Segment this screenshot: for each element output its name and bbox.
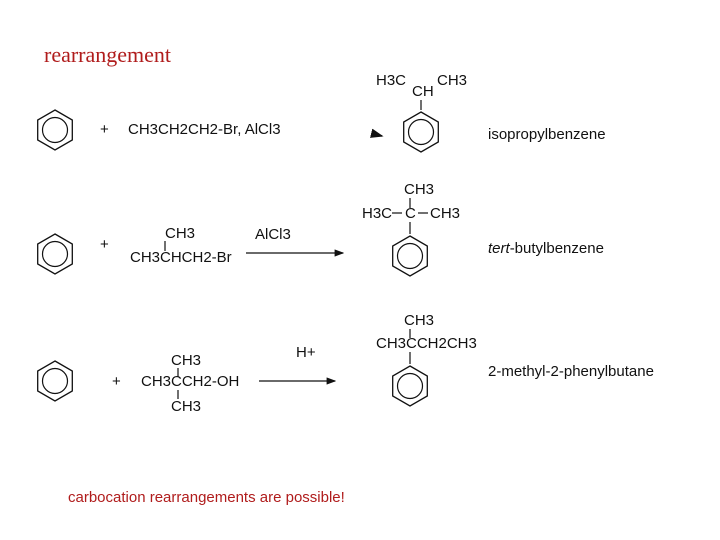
benzene-ring-reactant-2 xyxy=(37,233,73,275)
plus-sign: + xyxy=(112,373,121,390)
product-3-label: CH3CCH2CH3 xyxy=(376,335,477,352)
footer-note: carbocation rearrangements are possible! xyxy=(68,489,345,506)
product-3-top-methyl: CH3 xyxy=(404,312,434,329)
reagent-2-label: CH3CHCH2-Br xyxy=(130,249,232,266)
catalyst-2-label: AlCl3 xyxy=(255,226,291,243)
slide-title: rearrangement xyxy=(44,42,172,67)
plus-sign: + xyxy=(100,121,109,138)
reagent-3-bottom-methyl: CH3 xyxy=(171,398,201,415)
product-2-right-methyl: CH3 xyxy=(430,205,460,222)
product-1-methyl-right: CH3 xyxy=(437,72,467,89)
benzene-ring-reactant-1 xyxy=(37,109,73,151)
benzene-ring-product-2 xyxy=(392,235,428,277)
product-2-top-methyl: CH3 xyxy=(404,181,434,198)
reagent-2-top-methyl: CH3 xyxy=(165,225,195,242)
benzene-ring-product-3 xyxy=(392,365,428,407)
reagent-1-label: CH3CH2CH2-Br, AlCl3 xyxy=(128,121,281,138)
product-2-left-methyl: H3C xyxy=(362,205,392,222)
reaction-arrow-1 xyxy=(369,128,384,138)
catalyst-3-label: H+ xyxy=(296,344,316,361)
product-2-center-carbon: C xyxy=(405,205,416,222)
product-3-name: 2-methyl-2-phenylbutane xyxy=(488,363,654,380)
benzene-ring-reactant-3 xyxy=(37,360,73,402)
product-1-ch: CH xyxy=(412,83,434,100)
product-1-name: isopropylbenzene xyxy=(488,126,606,143)
product-1-methyl-left: H3C xyxy=(376,72,406,89)
benzene-ring-product-1 xyxy=(403,111,439,153)
reagent-3-label: CH3CCH2-OH xyxy=(141,373,239,390)
product-2-name: tert-butylbenzene xyxy=(488,240,604,257)
reagent-3-top-methyl: CH3 xyxy=(171,352,201,369)
plus-sign: + xyxy=(100,236,109,253)
